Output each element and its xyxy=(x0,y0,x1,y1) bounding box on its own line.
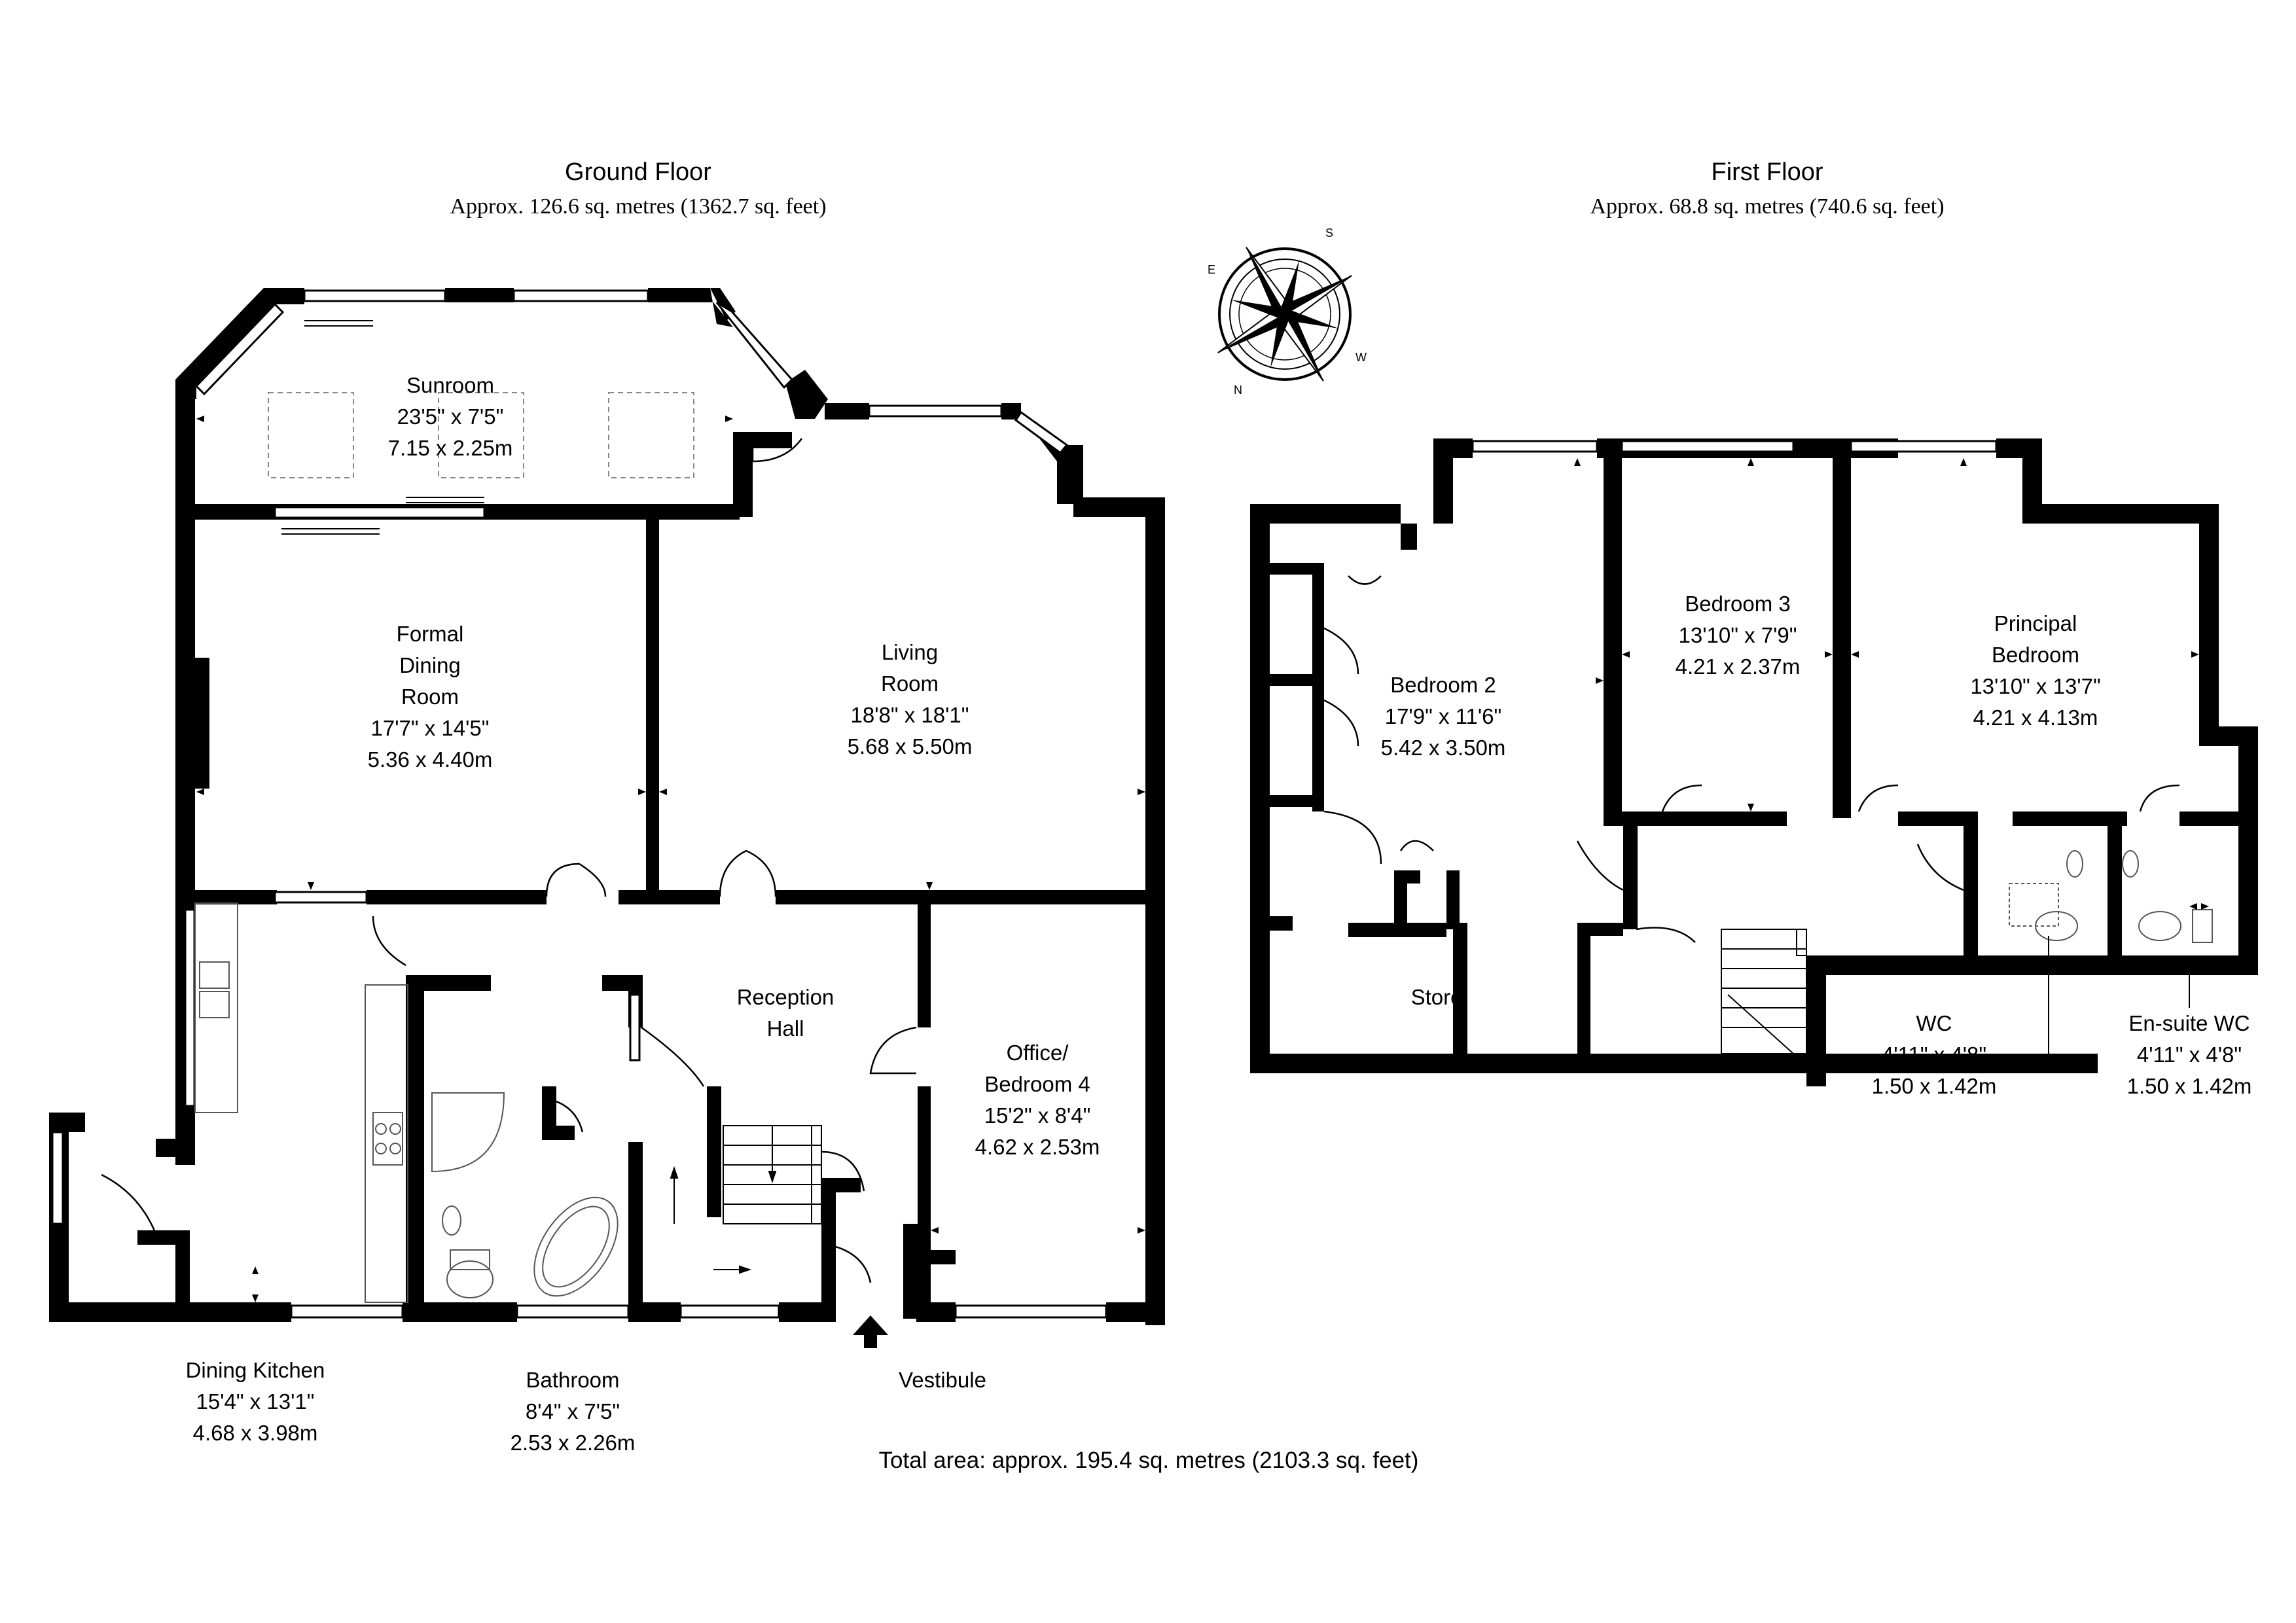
ground-floor-doors xyxy=(101,438,917,1283)
principal-imperial: 13'10" x 13'7" xyxy=(1970,674,2100,698)
wc-fixtures xyxy=(2009,850,2213,943)
ground-floor-plan xyxy=(49,288,1165,1348)
sliding-doors xyxy=(281,320,484,535)
first-floor-stairs xyxy=(1721,929,1807,1054)
ensuite-name: En-suite WC xyxy=(2128,1011,2250,1035)
principal-metric: 4.21 x 4.13m xyxy=(1973,705,2098,730)
bathroom-name: Bathroom xyxy=(526,1368,619,1392)
office-imperial: 15'2" x 8'4" xyxy=(984,1103,1091,1128)
ground-floor-windows xyxy=(51,289,1107,1319)
living-name-1: Living xyxy=(882,640,938,664)
first-floor-area: Approx. 68.8 sq. metres (740.6 sq. feet) xyxy=(1590,194,1944,219)
first-dimension-markers xyxy=(1574,458,2209,910)
ensuite-metric: 1.50 x 1.42m xyxy=(2127,1074,2252,1098)
bedroom3-name: Bedroom 3 xyxy=(1685,592,1790,616)
sunroom-imperial: 23'5" x 7'5" xyxy=(397,404,504,429)
vestibule-name: Vestibule xyxy=(899,1368,986,1392)
bathroom-fixtures xyxy=(431,1092,619,1298)
kitchen-metric: 4.68 x 3.98m xyxy=(193,1421,318,1445)
sunroom-name: Sunroom xyxy=(406,373,494,397)
compass-s: S xyxy=(1325,226,1333,240)
first-floor-walls xyxy=(1250,438,2258,1086)
bedroom2-name: Bedroom 2 xyxy=(1390,673,1496,697)
ensuite-imperial: 4'11" x 4'8" xyxy=(2137,1043,2242,1067)
first-floor-windows xyxy=(1471,440,1998,453)
bedroom3-metric: 4.21 x 2.37m xyxy=(1676,654,1801,679)
ground-floor-stairs xyxy=(670,1125,822,1274)
ground-dimension-markers xyxy=(196,416,1145,1302)
compass-e: E xyxy=(1208,263,1215,276)
ground-floor-title: Ground Floor xyxy=(565,158,711,186)
reception-name-2: Hall xyxy=(767,1016,804,1041)
bathroom-metric: 2.53 x 2.26m xyxy=(511,1431,636,1455)
wc-name: WC xyxy=(1916,1011,1952,1035)
dining-name-2: Dining xyxy=(399,653,461,677)
first-floor-plan xyxy=(1250,438,2258,1086)
principal-name-2: Bedroom xyxy=(1992,643,2079,667)
dining-name-3: Room xyxy=(401,685,459,709)
first-floor-title: First Floor xyxy=(1712,158,1823,186)
office-metric: 4.62 x 2.53m xyxy=(975,1135,1100,1159)
compass-rose-icon: S E N W xyxy=(1208,226,1367,397)
compass-n: N xyxy=(1234,383,1242,397)
wc-leader-lines xyxy=(2019,936,2190,1058)
sunroom-metric: 7.15 x 2.25m xyxy=(388,436,513,460)
bathroom-imperial: 8'4" x 7'5" xyxy=(526,1399,620,1423)
kitchen-name: Dining Kitchen xyxy=(186,1358,325,1382)
first-floor-doors xyxy=(1323,575,2180,943)
room-labels: Sunroom 23'5" x 7'5" 7.15 x 2.25m Formal… xyxy=(186,373,2252,1455)
dining-imperial: 17'7" x 14'5" xyxy=(371,716,490,740)
kitchen-imperial: 15'4" x 13'1" xyxy=(196,1389,315,1414)
bedroom3-imperial: 13'10" x 7'9" xyxy=(1679,623,1797,647)
principal-name-1: Principal xyxy=(1994,611,2077,635)
skylights xyxy=(268,392,694,478)
bedroom2-metric: 5.42 x 3.50m xyxy=(1381,736,1506,760)
living-metric: 5.68 x 5.50m xyxy=(848,734,973,758)
office-name-1: Office/ xyxy=(1007,1041,1069,1065)
bedroom2-imperial: 17'9" x 11'6" xyxy=(1385,704,1502,728)
ground-floor-area: Approx. 126.6 sq. metres (1362.7 sq. fee… xyxy=(450,194,826,219)
dining-metric: 5.36 x 4.40m xyxy=(368,747,493,772)
dining-name-1: Formal xyxy=(397,622,464,646)
entrance-arrow-icon xyxy=(853,1315,888,1348)
wc-imperial: 4'11" x 4'8" xyxy=(1882,1043,1986,1067)
wc-metric: 1.50 x 1.42m xyxy=(1872,1074,1997,1098)
office-name-2: Bedroom 4 xyxy=(984,1072,1090,1096)
store-name: Store xyxy=(1411,985,1463,1009)
reception-name-1: Reception xyxy=(737,985,834,1009)
total-area: Total area: approx. 195.4 sq. metres (21… xyxy=(879,1448,1419,1473)
living-imperial: 18'8" x 18'1" xyxy=(851,703,969,727)
living-name-2: Room xyxy=(881,671,939,696)
kitchen-fittings xyxy=(194,902,408,1303)
ground-floor-walls xyxy=(49,288,1165,1325)
compass-w: W xyxy=(1355,351,1367,364)
